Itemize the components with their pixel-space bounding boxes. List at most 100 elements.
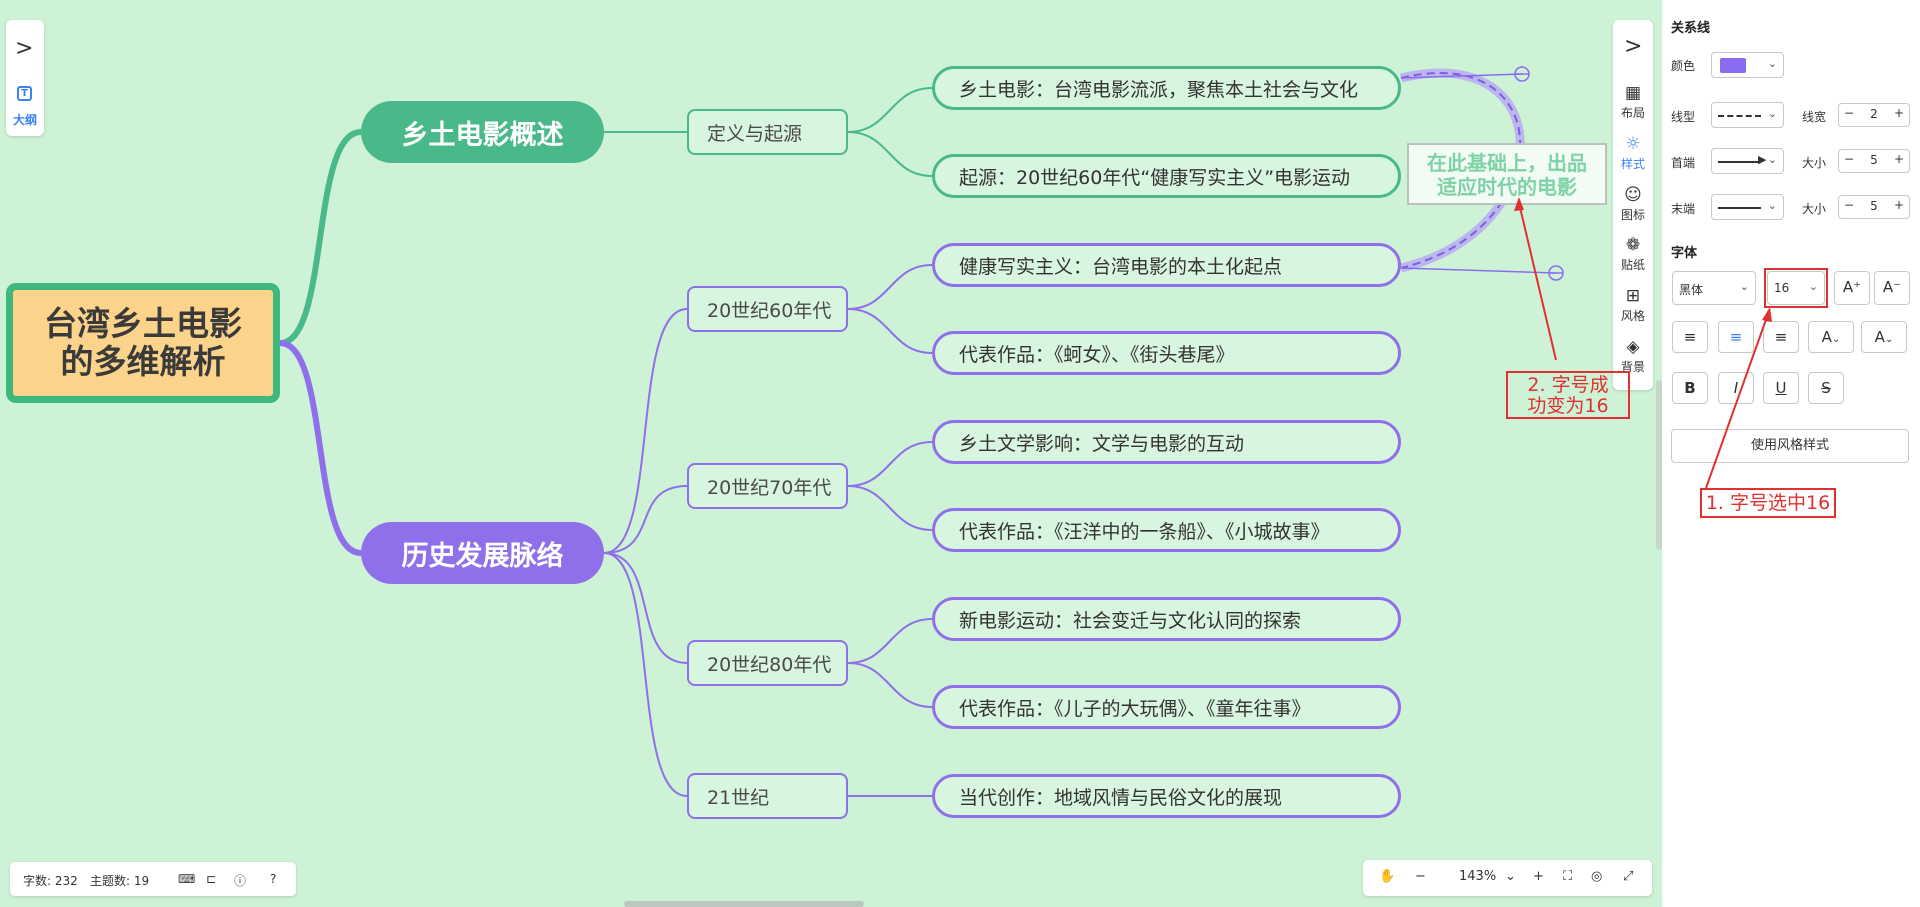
leaf-node[interactable]: 代表作品：《汪洋中的一条船》、《小城故事》: [932, 508, 1401, 552]
annotation-font-changed: 2. 字号成 功变为16: [1506, 371, 1630, 419]
sub-node-definition[interactable]: 定义与起源: [687, 109, 848, 155]
fit-screen-icon[interactable]: ⛶: [1563, 869, 1573, 884]
head-size-label: 大小: [1802, 156, 1827, 170]
leaf-node[interactable]: 新电影运动：社会变迁与文化认同的探索: [932, 597, 1401, 641]
mindmap-canvas[interactable]: 台湾乡土电影 的多维解析 乡土电影概述 历史发展脉络 定义与起源 20世纪60年…: [0, 0, 1662, 907]
branch-history[interactable]: 历史发展脉络: [361, 522, 604, 584]
toolbar-label: 背景: [1620, 360, 1645, 374]
tail-size-stepper[interactable]: − 5 +: [1838, 195, 1910, 219]
annotation-line: 2. 字号成: [1527, 374, 1609, 396]
chevron-right-icon[interactable]: >: [15, 36, 34, 61]
font-increase-button[interactable]: A⁺: [1834, 271, 1870, 305]
outline-button-label[interactable]: 大纲: [12, 113, 37, 127]
topic-count: 主题数: 19: [90, 874, 150, 888]
font-decrease-button[interactable]: A⁻: [1874, 271, 1910, 305]
zoom-level[interactable]: 143%: [1459, 869, 1497, 884]
italic-button[interactable]: I: [1718, 372, 1754, 404]
edge-root-overview: [279, 129, 362, 346]
edge-definition-leaf2: [847, 131, 933, 177]
zoom-out-icon[interactable]: −: [1415, 869, 1426, 884]
status-bar-left: 字数: 232 主题数: 19 ⌨ ⊏ ⓘ ?: [10, 862, 296, 896]
font-family-select[interactable]: 黑体 ⌄: [1672, 271, 1756, 305]
highlight-color-button[interactable]: A⌄: [1861, 321, 1907, 353]
tail-size-value: 5: [1870, 199, 1878, 213]
locate-icon[interactable]: ◎: [1591, 869, 1603, 884]
sub-node-60s[interactable]: 20世纪60年代: [687, 286, 848, 332]
font-size-select[interactable]: 16 ⌄: [1767, 271, 1825, 305]
tail-arrow-select[interactable]: ⌄: [1711, 194, 1784, 220]
tail-size-label: 大小: [1802, 202, 1827, 216]
strikethrough-button[interactable]: S: [1808, 372, 1844, 404]
sub-node-70s[interactable]: 20世纪70年代: [687, 463, 848, 509]
plus-icon[interactable]: +: [1893, 198, 1904, 212]
info-icon[interactable]: ⓘ: [234, 874, 247, 888]
chevron-down-icon: ⌄: [1767, 107, 1777, 120]
root-node[interactable]: 台湾乡土电影 的多维解析: [6, 283, 280, 403]
hand-icon[interactable]: ✋: [1379, 869, 1396, 884]
format-icon[interactable]: ⊏: [206, 872, 217, 886]
toolbar-layout[interactable]: ▦ 布局: [1613, 84, 1653, 121]
leaf-node[interactable]: 乡土电影：台湾电影流派，聚焦本土社会与文化: [932, 66, 1401, 110]
plus-icon[interactable]: +: [1893, 106, 1904, 120]
solid-line-icon: [1718, 207, 1761, 209]
plus-icon[interactable]: +: [1893, 152, 1904, 166]
arrow-head-icon: ▶: [1758, 153, 1767, 166]
horizontal-scrollbar[interactable]: [624, 901, 864, 907]
branch-overview[interactable]: 乡土电影概述: [361, 101, 604, 163]
leaf-node[interactable]: 代表作品：《儿子的大玩偶》、《童年往事》: [932, 685, 1401, 729]
leaf-node[interactable]: 代表作品：《蚵女》、《街头巷尾》: [932, 331, 1401, 375]
leaf-node[interactable]: 当代创作：地域风情与民俗文化的展现: [932, 774, 1401, 818]
underline-button[interactable]: U: [1763, 372, 1799, 404]
leaf-node[interactable]: 起源：20世纪60年代“健康写实主义”电影运动: [932, 154, 1401, 198]
palette-icon: ☼: [1625, 134, 1641, 154]
word-count: 字数: 232: [23, 874, 78, 888]
vertical-scrollbar[interactable]: [1656, 380, 1662, 550]
edge-root-history: [279, 340, 362, 556]
toolbar-label: 布局: [1620, 106, 1645, 120]
line-width-stepper[interactable]: − 2 +: [1838, 103, 1910, 127]
color-label: 颜色: [1671, 59, 1696, 73]
sub-node-21c[interactable]: 21世纪: [687, 773, 848, 819]
use-style-button[interactable]: 使用风格样式: [1671, 429, 1909, 463]
zoom-in-icon[interactable]: +: [1533, 869, 1544, 884]
line-color-picker[interactable]: ⌄: [1711, 52, 1784, 78]
head-arrow-select[interactable]: ▶ ⌄: [1711, 148, 1784, 174]
relation-label-line: 在此基础上，出品: [1427, 151, 1587, 175]
outline-icon[interactable]: T: [17, 86, 32, 101]
edge-history-70s: [603, 485, 688, 554]
toolbar-background[interactable]: ◈ 背景: [1613, 338, 1653, 375]
head-size-value: 5: [1870, 153, 1878, 167]
align-center-button[interactable]: ≡: [1718, 321, 1754, 353]
toolbar-sticker[interactable]: ❁ 贴纸: [1613, 236, 1653, 273]
minus-icon[interactable]: −: [1844, 106, 1855, 120]
minus-icon[interactable]: −: [1844, 198, 1855, 212]
arrow-line-icon: [1718, 161, 1761, 163]
minus-icon[interactable]: −: [1844, 152, 1855, 166]
leaf-node[interactable]: 乡土文学影响：文学与电影的互动: [932, 420, 1401, 464]
relation-label-line: 适应时代的电影: [1437, 175, 1577, 199]
align-right-button[interactable]: ≡: [1763, 321, 1799, 353]
toolbar-icons[interactable]: ☺ 图标: [1613, 186, 1653, 223]
sub-node-80s[interactable]: 20世纪80年代: [687, 640, 848, 686]
style-panel: 关系线 颜色 ⌄ 线型 ⌄ 线宽 − 2 + 首端 ▶ ⌄ 大小 − 5 + 末…: [1662, 0, 1920, 907]
align-left-button[interactable]: ≡: [1672, 321, 1708, 353]
chevron-down-icon: ⌄: [1808, 280, 1818, 293]
help-icon[interactable]: ?: [270, 872, 277, 886]
head-size-stepper[interactable]: − 5 +: [1838, 149, 1910, 173]
font-color-button[interactable]: A⌄: [1808, 321, 1854, 353]
relation-label-editor[interactable]: 在此基础上，出品 适应时代的电影: [1407, 143, 1607, 205]
line-type-select[interactable]: ⌄: [1711, 102, 1784, 128]
color-swatch: [1720, 58, 1746, 73]
bold-button[interactable]: B: [1672, 372, 1708, 404]
chevron-down-icon[interactable]: ⌄: [1505, 869, 1516, 884]
left-sidebar: > T 大纲: [6, 20, 44, 136]
keyboard-icon[interactable]: ⌨: [178, 872, 196, 886]
toolbar-theme[interactable]: ⊞ 风格: [1613, 287, 1653, 324]
chevron-right-icon[interactable]: >: [1624, 34, 1643, 59]
fullscreen-icon[interactable]: ⤢: [1623, 869, 1634, 884]
highlight-font-size: [1764, 268, 1828, 308]
leaf-node[interactable]: 健康写实主义：台湾电影的本土化起点: [932, 243, 1401, 287]
tail-label: 末端: [1671, 202, 1696, 216]
toolbar-style[interactable]: ☼ 样式: [1613, 135, 1653, 172]
